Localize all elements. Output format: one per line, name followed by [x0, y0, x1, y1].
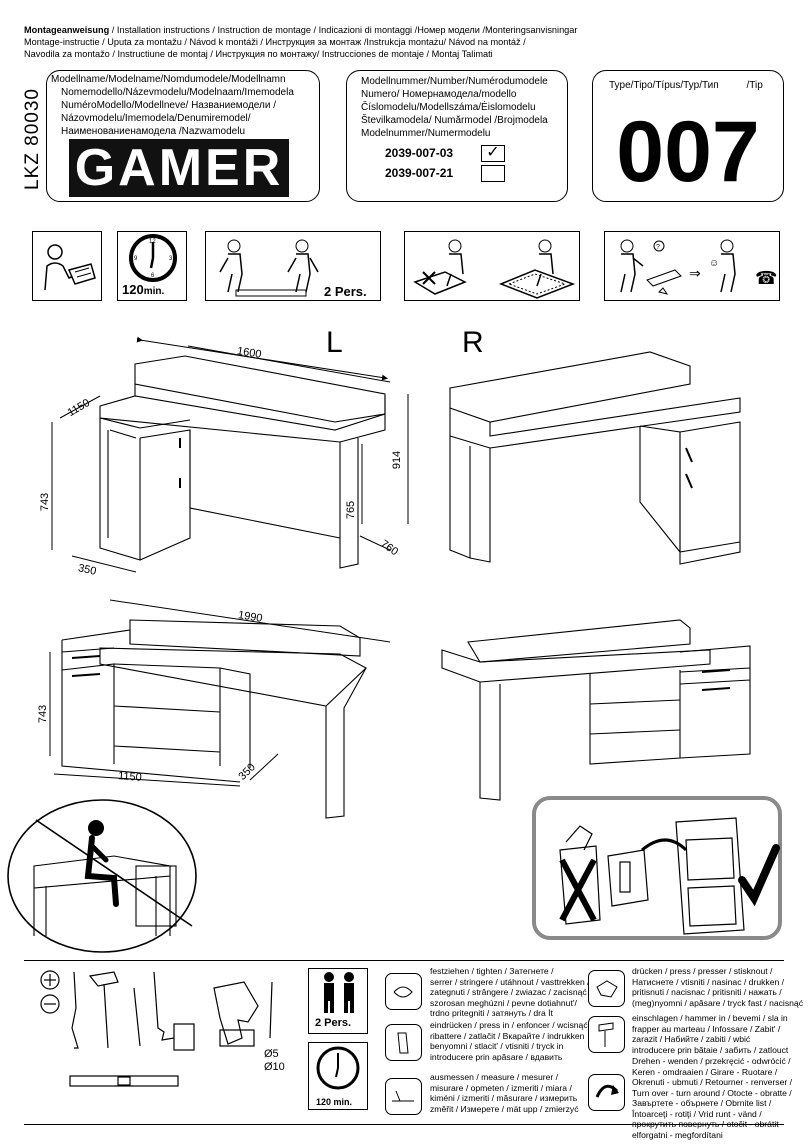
- hammer-icon: [88, 971, 119, 1049]
- tools-persons-label: 2 Pers.: [315, 1017, 352, 1029]
- svg-text:9: 9: [134, 256, 138, 262]
- header-line-1: Montageanweisung / Installation instruct…: [24, 24, 577, 36]
- read-instructions-pictogram: [32, 231, 102, 301]
- drill-size-10: Ø10: [264, 1061, 285, 1073]
- model-number-label-5: Modelnummer/Numermodelu: [361, 128, 491, 139]
- model-number-label-4: Številkamodela/ Numărmodel /Brojmodela: [361, 115, 548, 126]
- clock-icon: 12 3 6 9: [129, 234, 177, 282]
- model-name-box: Modellname/Modelname/Nomdumodele/Modelln…: [46, 70, 320, 202]
- instruction-press: drücken / press / presser / stisknout /Н…: [632, 966, 803, 1008]
- screwdriver-icon: [71, 971, 79, 1049]
- assemble-on-carpet-icon: [413, 239, 576, 299]
- drill-size-5: Ø5: [264, 1048, 279, 1060]
- type-box: Type/Tipo/Típus/Typ/Тип /Tip 007: [592, 70, 784, 202]
- tools-time-label: 120 min.: [316, 1097, 353, 1107]
- model-option-code-1: 2039-007-03: [385, 146, 454, 160]
- tools-clock-icon: [316, 1046, 360, 1090]
- header-line-2: Montage-instructie / Uputa za montažu / …: [24, 37, 526, 47]
- instruction-tighten: festziehen / tighten / Затегнете /serrer…: [430, 966, 590, 1018]
- two-persons-carrying-icon: [219, 239, 319, 297]
- instruction-turn-over: Drehen - wenden / przekręcić - odwrócić …: [632, 1056, 792, 1140]
- time-unit: min.: [143, 286, 165, 297]
- drill-bit-icon: [269, 981, 273, 1039]
- time-pictogram: 12 3 6 9 120min.: [117, 231, 187, 301]
- model-number-label-1: Modellnummer/Number/Numérodumodele: [361, 76, 548, 87]
- desk-wide-left-drawing: [49, 599, 391, 819]
- model-number-label-2: Numero/ Номернамодела/modello: [361, 89, 517, 100]
- model-number-label-3: Číslomodelu/Modellszáma/Ėislomodelu: [361, 102, 536, 113]
- header-line-3: Navodila za montažo / Instructiune de mo…: [24, 49, 493, 59]
- time-value: 120: [122, 282, 144, 297]
- awl-icon: [153, 971, 175, 1041]
- model-name-label-5: Наименованиенамодела /Nazwamodelu: [61, 126, 246, 137]
- dim-wide-depth: 1150: [117, 770, 143, 784]
- type-value: 007: [616, 104, 760, 200]
- svg-text:⇒: ⇒: [689, 265, 701, 281]
- tape-measure-icon: [173, 1023, 195, 1051]
- instruction-measure: ausmessen / measure / mesurer /misurare …: [430, 1072, 579, 1114]
- hammer-in-icon: [588, 1016, 625, 1053]
- model-name-label-1: Modellname/Modelname/Nomdumodele/Modelln…: [51, 74, 286, 85]
- svg-text:12: 12: [149, 239, 156, 245]
- press-icon: [588, 970, 625, 1007]
- call-support-icon: ? ⇒ ☺ ☎: [620, 239, 777, 295]
- tools-persons-pictogram: 2 Pers.: [308, 968, 368, 1034]
- svg-text:?: ?: [656, 244, 660, 251]
- persons-label: 2 Pers.: [324, 284, 367, 299]
- model-option-checkbox-1[interactable]: ✓: [481, 145, 505, 162]
- desk-left-variant-drawing: [51, 336, 409, 573]
- type-label: Type/Tipo/Típus/Typ/Тип /Tip: [609, 80, 763, 91]
- telephone-icon: ☎: [755, 268, 777, 288]
- model-number-box: Modellnummer/Number/Numérodumodele Numer…: [346, 70, 568, 202]
- drill-icon: [213, 981, 259, 1045]
- instruction-hammer-in: einschlagen / hammer in / bevemi / sla i…: [632, 1013, 789, 1055]
- instruction-press-in: eindrücken / press in / enfoncer / wcisn…: [430, 1020, 588, 1062]
- missing-parts-call-pictogram: ? ⇒ ☺ ☎: [604, 231, 780, 301]
- floor-protection-pictogram: [404, 231, 580, 301]
- model-option-code-2: 2039-007-21: [385, 166, 454, 180]
- tighten-icon: [385, 973, 422, 1010]
- keep-instructions-icon: [559, 817, 780, 935]
- side-code: LKZ 80030: [22, 88, 43, 190]
- tools-bottom-rule: [24, 1124, 784, 1125]
- model-name-label-3: NuméroModello/Modellneve/ Названиемодели…: [61, 100, 277, 111]
- svg-text:3: 3: [169, 256, 173, 262]
- dim-height-desk: 765: [345, 500, 358, 520]
- svg-text:☺: ☺: [709, 258, 719, 269]
- measure-icon: [385, 1078, 422, 1115]
- desk-right-variant-drawing: [449, 351, 741, 565]
- model-name: GAMER: [69, 139, 289, 197]
- model-option-checkbox-2[interactable]: [481, 165, 505, 182]
- header-title: Montageanweisung: [24, 25, 110, 35]
- variant-right-label: R: [462, 326, 484, 359]
- person-head-icon: [88, 820, 104, 836]
- checkmark-icon: [738, 844, 780, 907]
- turn-over-icon: [588, 1074, 625, 1111]
- pencil-icon: [133, 987, 141, 1047]
- model-name-label-4: Názovmodelu/Imemodela/Denumiremodel/: [61, 113, 251, 124]
- ergonomics-circle-drawing: [7, 799, 197, 953]
- svg-text:6: 6: [151, 273, 155, 279]
- dim-height-total: 914: [391, 450, 404, 470]
- model-name-label-2: Nomemodello/Názevmodelu/Modelnaam/Imemod…: [61, 87, 294, 98]
- tools-top-rule: [24, 960, 784, 961]
- person-reading-icon: [44, 244, 96, 291]
- press-in-icon: [385, 1024, 422, 1061]
- phillips-screw-icon: [40, 970, 60, 990]
- dim-wide-height: 743: [37, 704, 50, 724]
- two-person-pictogram: 2 Pers.: [205, 231, 381, 301]
- tools-time-pictogram: 120 min.: [308, 1042, 368, 1110]
- spirit-level-icon: [69, 1075, 179, 1087]
- desk-wide-right-drawing: [441, 619, 751, 801]
- two-persons-icon: [324, 972, 354, 1013]
- dim-height-low: 743: [39, 492, 52, 512]
- header-line-1-rest: / Installation instructions / Instructio…: [109, 25, 578, 35]
- flat-screw-icon: [40, 994, 60, 1014]
- tools-drawing: [40, 970, 273, 1087]
- packaging-advice-box: [532, 796, 782, 940]
